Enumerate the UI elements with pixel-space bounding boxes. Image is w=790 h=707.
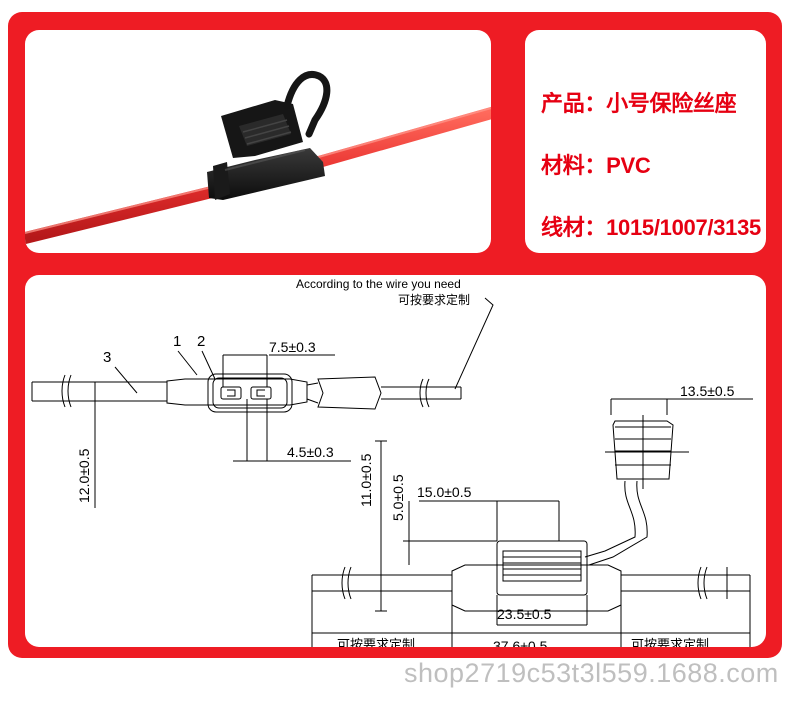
fuse-holder-strap <box>283 71 331 138</box>
dim-side-width: 13.5±0.5 <box>680 383 735 399</box>
dim-height-left: 12.0±0.5 <box>76 448 92 503</box>
dim-left-lead-note: 可按要求定制 <box>337 637 415 647</box>
wire-row: 线材：1015/1007/3135 <box>541 210 761 242</box>
dim-inner-length: 23.5±0.5 <box>497 606 552 622</box>
side-view-strap <box>584 480 648 566</box>
dim-cap-height: 5.0±0.5 <box>390 474 406 521</box>
product-info-panel: 产品：小号保险丝座 材料：PVC 线材：1015/1007/3135 <box>525 30 766 253</box>
fuse-holder-body <box>207 148 325 200</box>
product-name-row: 产品：小号保险丝座 <box>541 86 737 118</box>
technical-drawing: According to the wire you need 可按要求定制 <box>31 277 753 647</box>
callout-3: 3 <box>103 349 111 366</box>
side-view-cap-block <box>496 540 588 596</box>
callout-1: 1 <box>173 333 181 350</box>
fuse-holder-photo <box>25 71 491 244</box>
shop-watermark: shop2719c53t3l559.1688.com <box>404 658 779 688</box>
fuse-blade-right <box>250 386 272 400</box>
side-left-lead <box>311 574 452 592</box>
product-name-value: 小号保险丝座 <box>606 91 737 116</box>
side-view-cap <box>612 420 674 480</box>
fuse-blade-left <box>220 386 242 400</box>
callout-2: 2 <box>197 333 205 350</box>
dim-body-length: 37.6±0.5 <box>493 638 548 647</box>
product-name-label: 产品： <box>541 91 607 116</box>
technical-drawing-panel: According to the wire you need 可按要求定制 <box>25 275 766 647</box>
side-right-lead <box>621 574 751 592</box>
dim-height-mid: 11.0±0.5 <box>358 453 374 507</box>
note-chinese: 可按要求定制 <box>398 292 470 307</box>
wire-label: 线材： <box>541 215 607 240</box>
watermark-bar: shop2719c53t3l559.1688.com <box>0 656 790 707</box>
top-view-sleeve <box>317 376 382 410</box>
wire-value: 1015/1007/3135 <box>606 215 761 240</box>
product-photo-panel <box>25 30 491 253</box>
material-row: 材料：PVC <box>541 148 651 180</box>
note-english: According to the wire you need <box>296 277 461 291</box>
top-view-body <box>166 378 308 406</box>
material-value: PVC <box>606 153 651 178</box>
material-label: 材料： <box>541 153 607 178</box>
right-lead-wire <box>381 386 462 400</box>
dim-width-top: 7.5±0.3 <box>269 339 316 355</box>
product-frame: 产品：小号保险丝座 材料：PVC 线材：1015/1007/3135 Accor… <box>8 12 782 658</box>
dim-right-lead-note: 可按要求定制 <box>631 637 709 647</box>
dim-gap: 4.5±0.3 <box>287 444 334 460</box>
left-lead-wire <box>32 381 167 402</box>
note-leader <box>454 297 494 390</box>
dim-cap-width: 15.0±0.5 <box>417 484 472 500</box>
side-view-body <box>451 564 622 612</box>
